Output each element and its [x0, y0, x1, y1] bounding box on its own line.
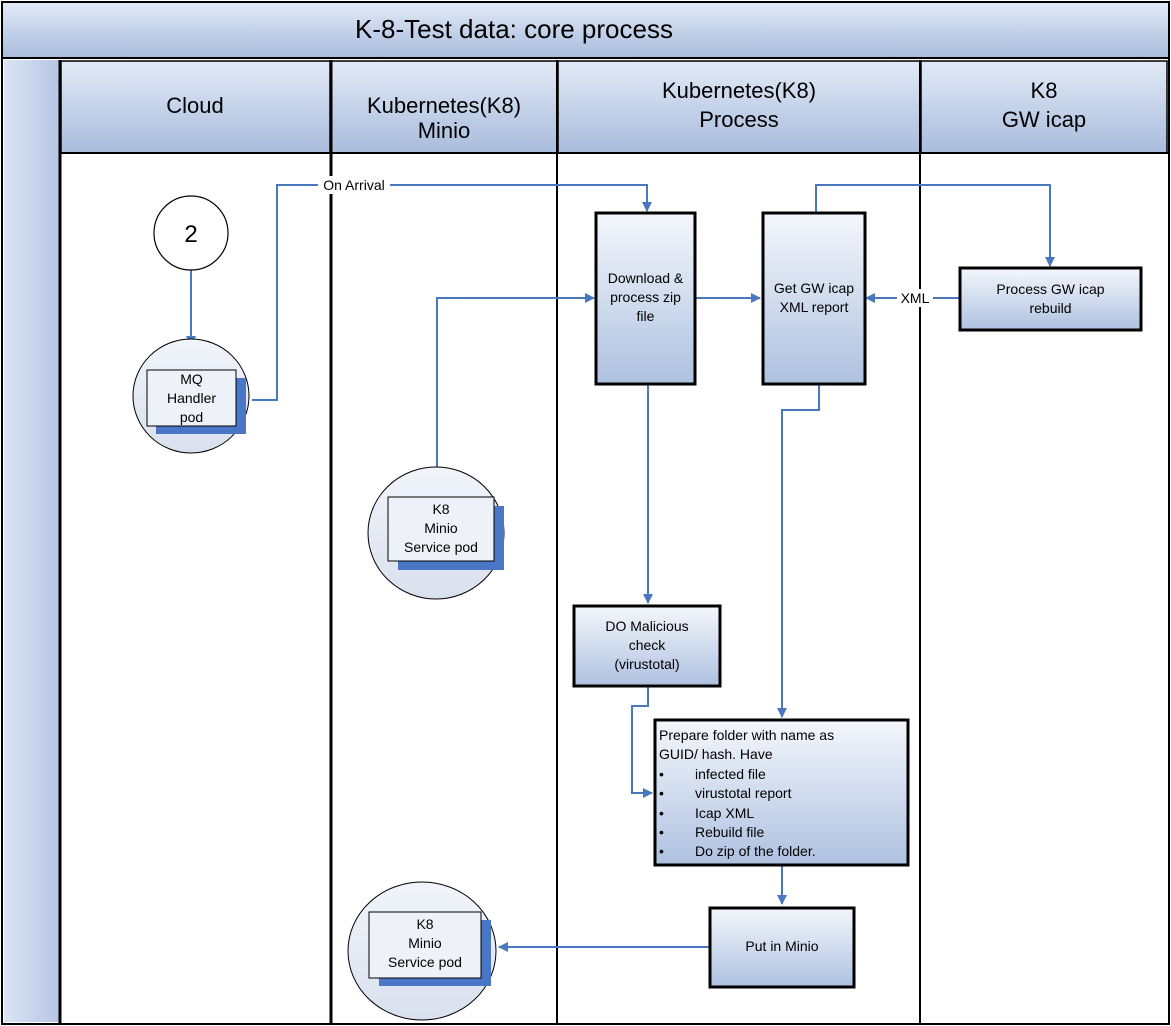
lane-header-process: [557, 60, 921, 154]
malicious-check-box: [572, 604, 722, 688]
malicious-check-label: DO Malicious check (virustotal): [574, 617, 720, 674]
put-in-minio-label: Put in Minio: [710, 937, 854, 956]
text-line: Minio: [408, 935, 442, 951]
lane-label-minio-2: Minio: [418, 118, 471, 143]
connector: [631, 687, 653, 798]
text-line: K8: [416, 916, 434, 932]
connector-on-arrival: [252, 184, 652, 401]
get-report-box: [761, 211, 867, 386]
icap-rebuild-label: Process GW icap rebuild: [960, 280, 1141, 318]
text-line: Minio: [424, 520, 458, 536]
edge-label-on-arrival: On Arrival: [323, 177, 384, 193]
download-box: [594, 211, 697, 386]
minio-service-box: [368, 911, 482, 979]
lane-label-process-2: Process: [699, 107, 778, 132]
text-line: Service pod: [404, 539, 478, 555]
minio-service-label-top: K8 Minio Service pod: [388, 500, 494, 557]
text-line: file: [636, 308, 655, 324]
get-report-label: Get GW icap XML report: [763, 279, 865, 317]
text-line: Get GW icap: [773, 280, 855, 296]
icap-rebuild-box: [958, 266, 1143, 332]
edge-label-xml: XML: [901, 290, 930, 306]
download-label: Download & process zip file: [596, 269, 695, 326]
list-item: Icap XML: [659, 804, 899, 824]
lane-label-icap-2: GW icap: [1002, 107, 1086, 132]
connector: [815, 184, 1055, 267]
lane-label-process-1: Kubernetes(K8): [662, 78, 816, 103]
text-line: Handler: [166, 390, 217, 406]
text-line: Download &: [607, 270, 684, 286]
lane-header-icap: [920, 60, 1168, 154]
list-item: infected file: [659, 765, 899, 785]
list-item: Do zip of the folder.: [659, 842, 899, 862]
text-line: check: [628, 637, 666, 653]
text-line: Prepare folder with name as: [659, 727, 835, 743]
text-line: process zip: [610, 289, 681, 305]
connector: [777, 385, 820, 718]
minio-service-box: [387, 496, 495, 562]
list-item: Rebuild file: [659, 823, 899, 843]
text-line: GUID/ hash. Have: [659, 746, 773, 763]
minio-service-label-bottom: K8 Minio Service pod: [369, 915, 481, 972]
put-in-minio-box: [708, 906, 856, 989]
mq-handler-box: [146, 369, 237, 427]
text-line: Service pod: [388, 954, 462, 970]
text-line: pod: [179, 409, 204, 425]
text-line: XML report: [779, 299, 849, 315]
text-line: Process GW icap: [996, 281, 1105, 297]
prepare-label: Prepare folder with name as GUID/ hash. …: [659, 726, 899, 862]
pool-title-bar: [1, 1, 1170, 59]
pool-title: K-8-Test data: core process: [355, 14, 673, 44]
lane-label-minio-1: Kubernetes(K8): [367, 93, 521, 118]
text-line: DO Malicious: [605, 618, 689, 634]
step-number-circle: [153, 195, 229, 271]
connector: [436, 293, 595, 468]
lane-label-cloud: Cloud: [166, 93, 223, 118]
prepare-checklist: infected file virustotal report Icap XML…: [659, 765, 899, 862]
text-line: rebuild: [1029, 300, 1072, 316]
lane-header-minio: [330, 60, 558, 154]
list-item: virustotal report: [659, 784, 899, 804]
pool-side-band: [4, 60, 60, 1022]
text-line: Put in Minio: [745, 938, 819, 954]
lane-label-icap-1: K8: [1031, 78, 1058, 103]
text-line: MQ: [180, 371, 203, 387]
lane-header-cloud: [60, 60, 331, 154]
text-line: (virustotal): [614, 656, 680, 672]
text-line: K8: [432, 501, 450, 517]
edge-label-bg: [318, 176, 390, 194]
mq-handler-label: MQ Handler pod: [147, 370, 236, 427]
step-number: 2: [184, 221, 197, 248]
edge-label-bg: [897, 289, 933, 307]
